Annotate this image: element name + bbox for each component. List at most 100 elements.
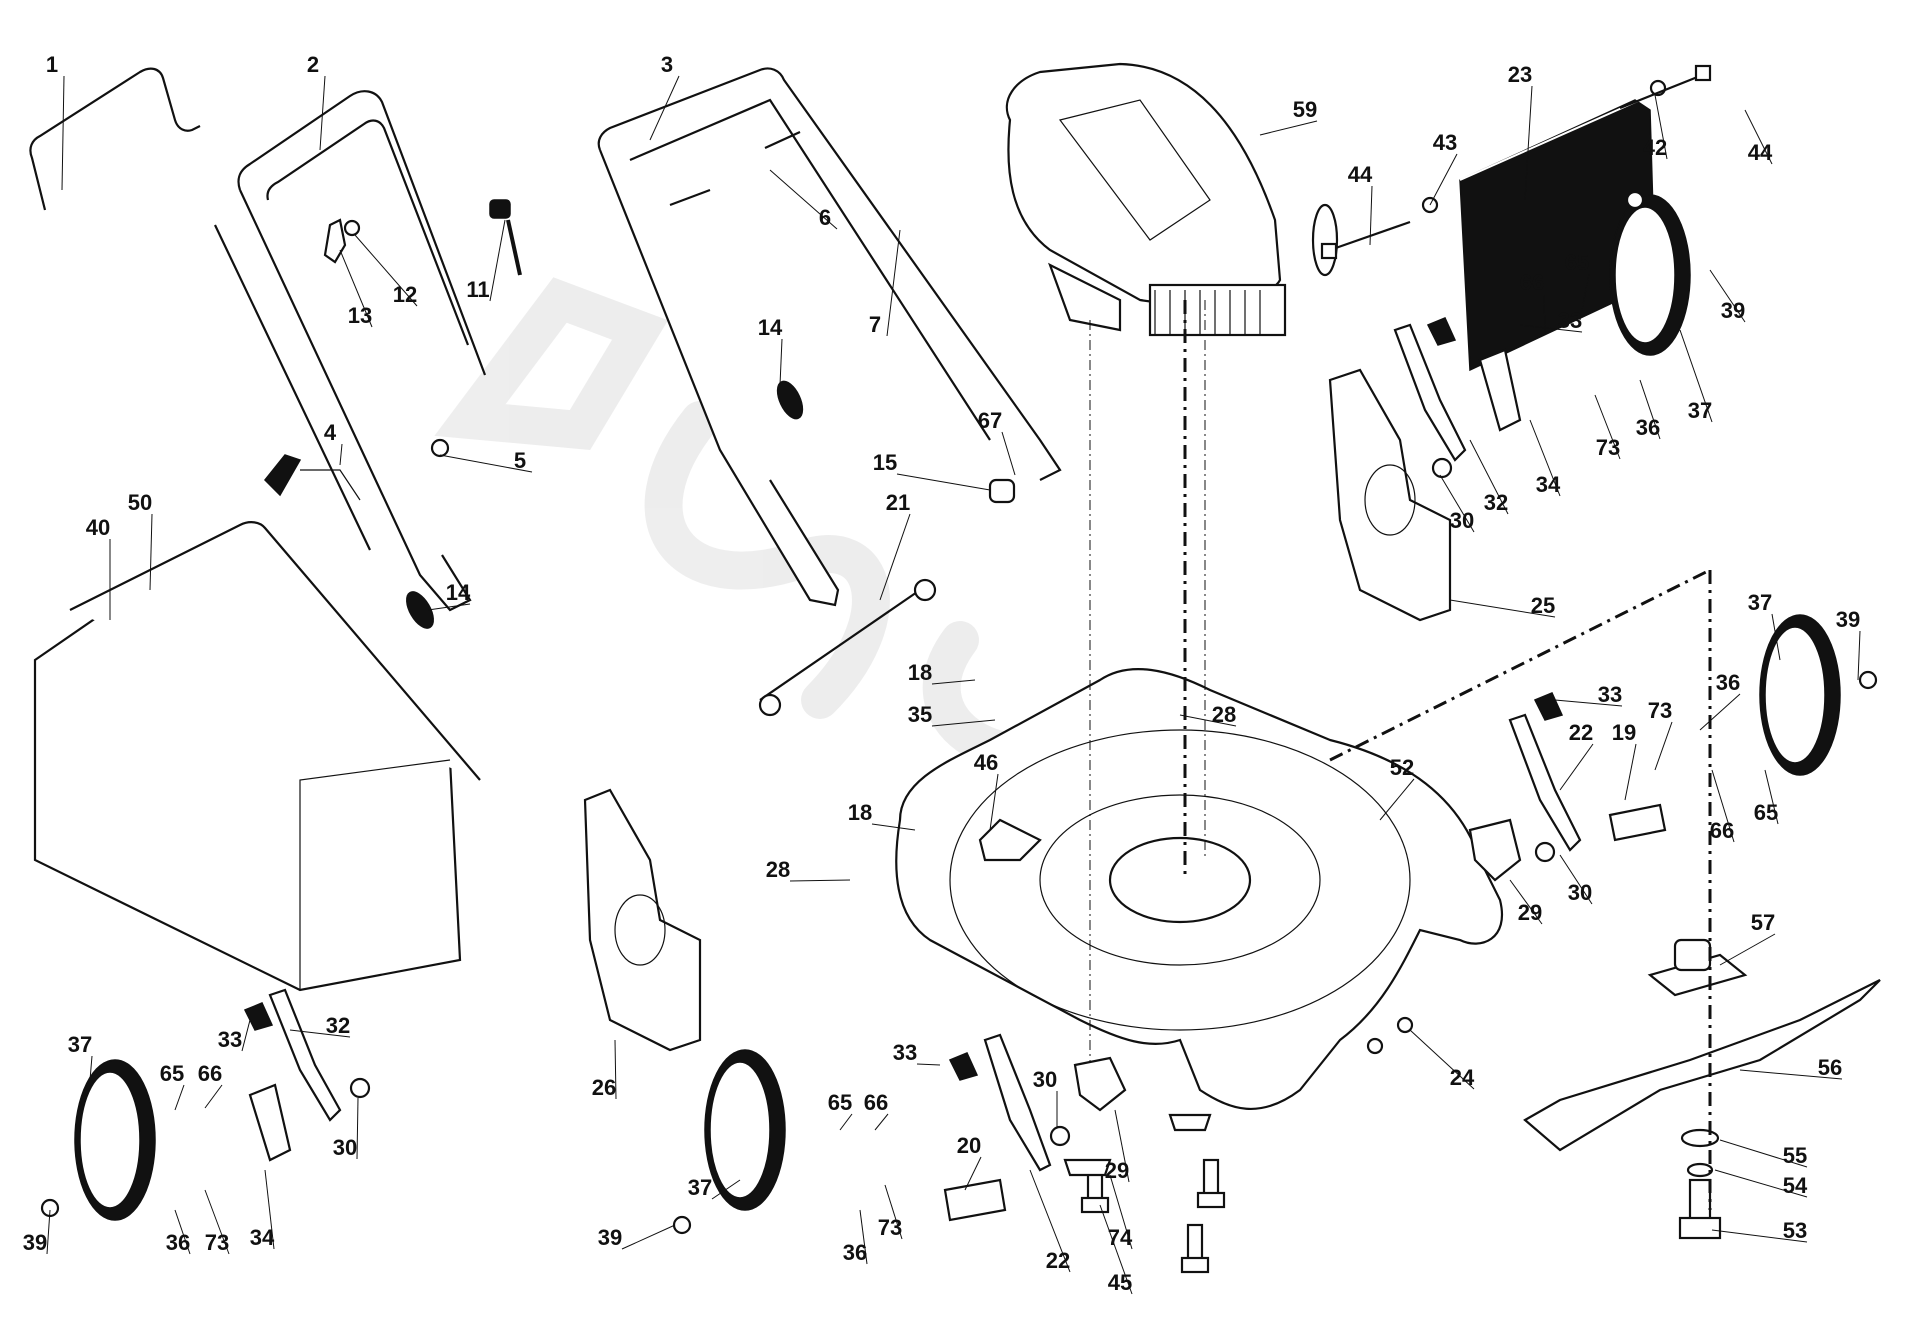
leader-line bbox=[1679, 329, 1713, 423]
wheel-37-rear-left bbox=[74, 1059, 156, 1221]
part-number-label: 73 bbox=[205, 1230, 229, 1255]
leader-line bbox=[1559, 743, 1594, 791]
leader-line bbox=[879, 513, 911, 601]
part-number-label: 73 bbox=[878, 1215, 902, 1240]
callout-73: 73 bbox=[204, 1189, 230, 1255]
part-number-label: 22 bbox=[1046, 1248, 1070, 1273]
leader-line bbox=[439, 454, 533, 473]
callout-42: 42 bbox=[1643, 94, 1668, 160]
leader-line bbox=[1771, 613, 1781, 661]
lock-washer-54 bbox=[1686, 1162, 1714, 1178]
callout-74: 74 bbox=[1108, 1174, 1133, 1250]
callout-30: 30 bbox=[1559, 854, 1593, 905]
leader-line bbox=[1529, 419, 1561, 497]
blade-56 bbox=[1523, 979, 1881, 1152]
part-number-label: 44 bbox=[1348, 162, 1373, 187]
part-number-label: 5 bbox=[514, 448, 526, 473]
part-number-label: 18 bbox=[848, 800, 872, 825]
callout-7: 7 bbox=[869, 229, 901, 337]
leader-line bbox=[1559, 854, 1593, 905]
part-number-label: 46 bbox=[974, 750, 998, 775]
part-number-label: 54 bbox=[1783, 1173, 1808, 1198]
wheel-37-rear-right bbox=[1609, 194, 1691, 356]
upper-handle bbox=[214, 90, 487, 612]
blade-bolt-53 bbox=[1678, 1178, 1722, 1240]
callout-22: 22 bbox=[1559, 720, 1594, 791]
part-number-label: 66 bbox=[198, 1061, 222, 1086]
leader-line bbox=[896, 473, 991, 491]
part-number-label: 25 bbox=[1531, 593, 1555, 618]
part-number-label: 4 bbox=[324, 420, 337, 445]
part-number-label: 34 bbox=[1536, 472, 1561, 497]
leader-line bbox=[1711, 1229, 1808, 1243]
part-number-label: 32 bbox=[1484, 490, 1508, 515]
part-number-label: 59 bbox=[1293, 97, 1317, 122]
leader-line bbox=[1719, 1139, 1808, 1168]
leader-line bbox=[1594, 394, 1621, 460]
callout-35: 35 bbox=[908, 702, 996, 727]
leader-line bbox=[886, 229, 901, 337]
part-number-label: 20 bbox=[957, 1133, 981, 1158]
leader-line bbox=[1639, 379, 1661, 440]
part-number-label: 36 bbox=[1636, 415, 1660, 440]
part-number-label: 37 bbox=[1748, 590, 1772, 615]
leader-line bbox=[61, 75, 65, 191]
part-number-label: 52 bbox=[1390, 755, 1414, 780]
spacer-30 bbox=[349, 457, 1556, 1147]
callout-73: 73 bbox=[1648, 698, 1673, 771]
callout-33: 33 bbox=[218, 1019, 251, 1052]
part-number-label: 14 bbox=[758, 315, 783, 340]
part-number-label: 23 bbox=[1508, 62, 1532, 87]
callout-65: 65 bbox=[1565, 250, 1590, 321]
part-number-label: 36 bbox=[843, 1240, 867, 1265]
leader-line bbox=[204, 1084, 223, 1109]
leader-line bbox=[356, 1097, 359, 1160]
leader-line bbox=[1764, 769, 1779, 825]
grass-bag-50 bbox=[33, 521, 481, 992]
part-number-label: 18 bbox=[908, 660, 932, 685]
callout-37: 37 bbox=[1679, 329, 1713, 423]
part-number-label: 37 bbox=[688, 1175, 712, 1200]
part-number-label: 35 bbox=[908, 702, 932, 727]
leader-line bbox=[264, 1169, 275, 1250]
callout-22: 22 bbox=[1029, 1169, 1071, 1273]
axle-bracket-34 bbox=[248, 348, 1522, 1162]
leader-line bbox=[931, 719, 996, 727]
part-number-label: 6 bbox=[819, 205, 831, 230]
leader-line bbox=[1857, 630, 1861, 681]
part-number-label: 55 bbox=[1783, 1143, 1807, 1168]
part-number-label: 65 bbox=[1565, 250, 1589, 275]
callout-53: 53 bbox=[1711, 1218, 1808, 1243]
callout-21: 21 bbox=[879, 490, 911, 601]
callout-33: 33 bbox=[1519, 308, 1582, 333]
wheel-37-front-right bbox=[1759, 614, 1841, 776]
part-number-label: 36 bbox=[1716, 670, 1740, 695]
callout-73: 73 bbox=[1594, 394, 1621, 460]
leader-line bbox=[874, 1113, 889, 1131]
part-number-label: 29 bbox=[1518, 900, 1542, 925]
part-number-label: 22 bbox=[1569, 720, 1593, 745]
leader-line bbox=[1699, 693, 1741, 731]
leader-line bbox=[1259, 120, 1318, 136]
part-number-label: 32 bbox=[326, 1013, 350, 1038]
part-number-label: 57 bbox=[1751, 910, 1775, 935]
part-number-label: 65 bbox=[828, 1090, 852, 1115]
lever-22-front-left bbox=[983, 1033, 1052, 1172]
leader-line bbox=[204, 1189, 230, 1255]
leader-line bbox=[1179, 714, 1237, 727]
callout-40: 40 bbox=[86, 515, 111, 620]
adjuster-plate-26 bbox=[583, 788, 702, 1052]
callout-37: 37 bbox=[68, 1032, 93, 1081]
callout-59: 59 bbox=[1259, 97, 1318, 136]
rod-21 bbox=[758, 578, 937, 717]
part-number-label: 39 bbox=[598, 1225, 622, 1250]
callout-56: 56 bbox=[1739, 1055, 1842, 1080]
part-number-label: 33 bbox=[893, 1040, 917, 1065]
callout-4: 4 bbox=[324, 420, 343, 466]
engine-59 bbox=[1005, 62, 1339, 337]
callout-39: 39 bbox=[598, 1224, 676, 1250]
part-number-label: 28 bbox=[1212, 702, 1236, 727]
part-number-label: 19 bbox=[1612, 720, 1636, 745]
callout-33: 33 bbox=[893, 1040, 941, 1066]
